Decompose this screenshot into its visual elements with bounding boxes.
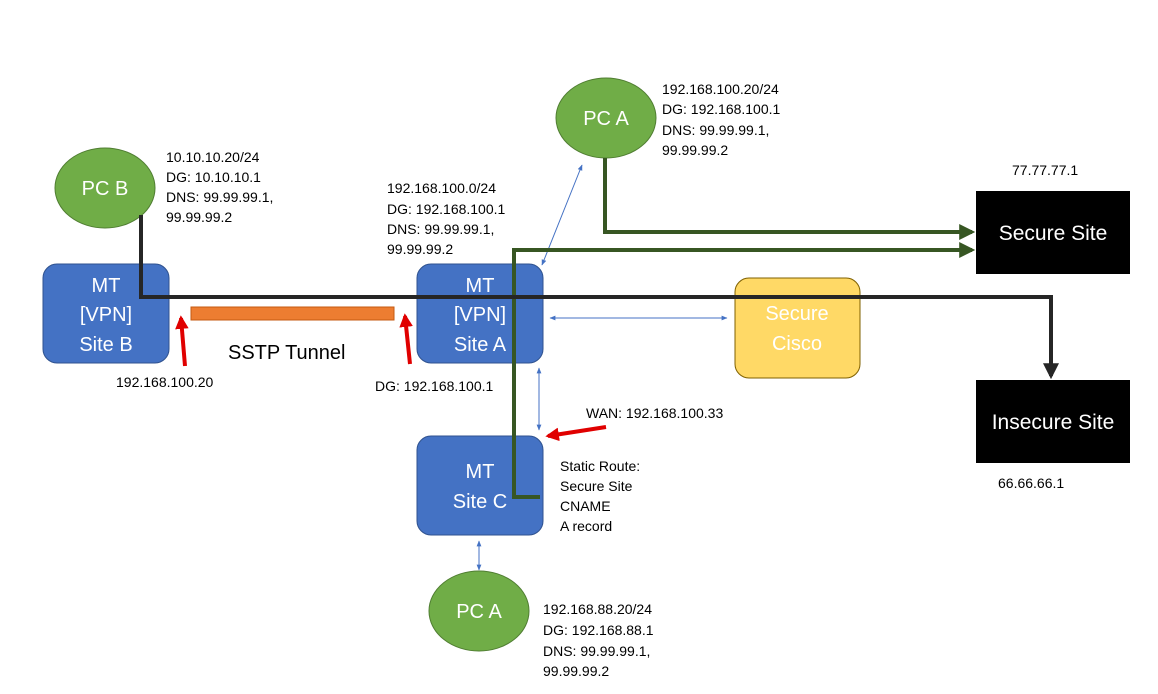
insecure-site-ip-label: 66.66.66.1: [998, 475, 1064, 491]
pc-a-bottom-config-4: 99.99.99.2: [543, 663, 609, 679]
red-arrow-site-b: [175, 315, 189, 367]
site-a-config-2: DG: 192.168.100.1: [387, 201, 506, 217]
site-a-dg-label: DG: 192.168.100.1: [375, 378, 494, 394]
site-c-route-2: Secure Site: [560, 478, 633, 494]
mt-site-c-line-1: MT: [466, 461, 495, 483]
sstp-tunnel-bar: [190, 306, 395, 321]
insecure-site-label: Insecure Site: [992, 411, 1115, 434]
pc-a-bottom-label: PC A: [456, 601, 502, 623]
wan-label: WAN: 192.168.100.33: [586, 405, 723, 421]
pc-a-top-config-2: DG: 192.168.100.1: [662, 101, 781, 117]
site-a-config-3: DNS: 99.99.99.1,: [387, 221, 494, 237]
secure-site-box: [976, 191, 1130, 274]
mt-site-c-box: [416, 435, 544, 536]
pc-a-bottom-config-1: 192.168.88.20/24: [543, 601, 652, 617]
red-arrow-site-a: [399, 313, 413, 365]
secure-cisco-line-2: Cisco: [772, 333, 822, 355]
pc-b-config-4: 99.99.99.2: [166, 209, 232, 225]
site-c-route-1: Static Route:: [560, 458, 640, 474]
site-a-config-1: 192.168.100.0/24: [387, 180, 496, 196]
mt-site-a-line-2: [VPN]: [454, 304, 506, 326]
pc-a-top-label: PC A: [583, 108, 629, 130]
pc-a-bottom-ellipse: [428, 570, 530, 652]
secure-site-ip-label: 77.77.77.1: [1012, 162, 1078, 178]
pc-a-bottom-config-3: DNS: 99.99.99.1,: [543, 643, 650, 659]
mt-site-a-line-1: MT: [466, 275, 495, 297]
mt-site-b-line-2: [VPN]: [80, 304, 132, 326]
mt-site-c-line-2: Site C: [453, 491, 507, 513]
insecure-site-box: [976, 380, 1130, 463]
route-site-c-to-secure-site: [512, 242, 976, 499]
mt-site-b-box: [42, 263, 170, 364]
mt-site-b-line-3: Site B: [79, 334, 132, 356]
secure-site-label: Secure Site: [999, 222, 1108, 245]
pc-a-bottom-config-2: DG: 192.168.88.1: [543, 622, 654, 638]
pc-b-config-3: DNS: 99.99.99.1,: [166, 189, 273, 205]
site-c-route-3: CNAME: [560, 498, 611, 514]
sstp-tunnel-label: SSTP Tunnel: [228, 342, 345, 364]
pc-b-ellipse: [54, 147, 156, 229]
mt-site-a-box: [416, 263, 544, 364]
route-pc-a-top-to-secure-site: [603, 158, 976, 240]
secure-cisco-line-1: Secure: [765, 303, 828, 325]
site-a-config-4: 99.99.99.2: [387, 241, 453, 257]
site-b-ip-label: 192.168.100.20: [116, 374, 214, 390]
route-pc-b-to-insecure-site: [139, 215, 1059, 380]
pc-a-top-config-4: 99.99.99.2: [662, 142, 728, 158]
red-arrow-wan: [545, 425, 607, 442]
pc-b-config-1: 10.10.10.20/24: [166, 149, 260, 165]
mt-site-b-line-1: MT: [92, 275, 121, 297]
pc-a-top-config-3: DNS: 99.99.99.1,: [662, 122, 769, 138]
mt-site-a-line-3: Site A: [454, 334, 507, 356]
pc-a-top-config-1: 192.168.100.20/24: [662, 81, 779, 97]
pc-b-label: PC B: [82, 178, 129, 200]
pc-b-config-2: DG: 10.10.10.1: [166, 169, 261, 185]
secure-cisco-box: [734, 277, 861, 379]
site-c-route-4: A record: [560, 518, 612, 534]
